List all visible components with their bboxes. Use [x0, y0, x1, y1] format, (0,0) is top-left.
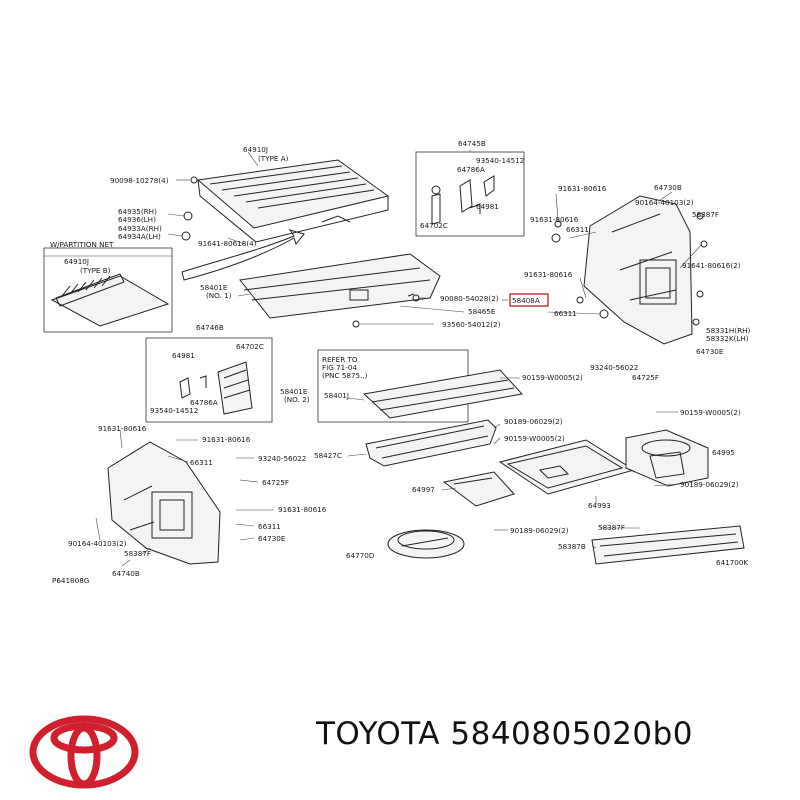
callout-label: (NO. 2) — [284, 395, 310, 404]
deck-rail — [365, 419, 497, 467]
callout-label: 58387B — [558, 542, 586, 551]
partition-net — [50, 273, 170, 327]
callout-label: 90080-54028(2) — [440, 294, 499, 303]
callout-label: 64725F — [632, 373, 659, 382]
callout-label: 93240-56022 — [258, 454, 306, 463]
callout-label: 91631-80616 — [530, 215, 579, 224]
callout-label: 64746B — [196, 323, 224, 332]
callout-label: 64981 — [172, 351, 195, 360]
callout-label: 90164-40103(2) — [68, 539, 127, 548]
callout-label: 64702C — [420, 221, 448, 230]
callout-label: 58427C — [314, 451, 342, 460]
kit-64746b-parts — [179, 361, 253, 415]
callout-label: 64935(RH) — [118, 207, 157, 216]
callout-label: P641808G — [52, 576, 89, 585]
brand-and-part-number: TOYOTA 5840805020b0 — [316, 716, 693, 752]
callout-label: (TYPE B) — [80, 266, 111, 275]
callout-label: 66311 — [554, 309, 577, 318]
callout-label: 58465E — [468, 307, 496, 316]
callout-label: 93560-54012(2) — [442, 320, 501, 329]
callout-label: 64934A(LH) — [118, 232, 161, 241]
callout-label: 91631-80616 — [98, 424, 147, 433]
callout-label: 90189-06029(2) — [680, 480, 739, 489]
deck-board-no1 — [239, 253, 441, 319]
floor-bracket — [442, 471, 515, 507]
callout-label: 90189-06029(2) — [504, 417, 563, 426]
callout-label: W/PARTITION NET — [50, 240, 114, 249]
callout-label: 64702C — [236, 342, 264, 351]
callout-label: 93540-14512 — [150, 406, 198, 415]
callout-label: 66311 — [566, 225, 589, 234]
partition-net-box — [43, 247, 173, 333]
callout-label: 90189-06029(2) — [510, 526, 569, 535]
callout-label: 58387F — [692, 210, 719, 219]
callout-label: 91641-80618(4) — [198, 239, 257, 248]
callout-label: (PNC 5875..) — [322, 371, 368, 380]
callout-label: 64745B — [458, 139, 486, 148]
callout-label: 91631-80616 — [278, 505, 327, 514]
callout-label: FIG 71-04 — [322, 363, 357, 372]
side-trim-lh — [107, 441, 221, 565]
callout-label: 64730B — [654, 183, 682, 192]
callout-label: 90159-W0005(2) — [504, 434, 565, 443]
callout-label: 64740B — [112, 569, 140, 578]
callout-label: 64933A(RH) — [118, 224, 162, 233]
callout-label: (NO. 1) — [206, 291, 232, 300]
callout-label: 64981 — [476, 202, 499, 211]
part-number: 5840805020b0 — [450, 716, 694, 752]
kit-64745b-parts — [431, 175, 495, 225]
callout-label: 58387F — [124, 549, 151, 558]
floor-tray — [498, 439, 636, 495]
callout-label: (TYPE A) — [258, 154, 289, 163]
callout-label: 58401J — [324, 391, 349, 400]
callout-label: 641700K — [716, 558, 748, 567]
callout-label: 58332K(LH) — [706, 334, 749, 343]
callout-label: 93540-14512 — [476, 156, 524, 165]
callout-label: 91631-80616 — [202, 435, 251, 444]
kit-64746b-box — [145, 337, 273, 423]
callout-label: 66311 — [258, 522, 281, 531]
callout-label: 58401E — [200, 283, 228, 292]
clip-fasteners — [181, 176, 708, 328]
callout-label: 64730E — [696, 347, 724, 356]
callout-label: 64995 — [712, 448, 735, 457]
callout-label: 64770D — [346, 551, 375, 560]
toyota-logo-icon — [29, 715, 139, 789]
callout-label: 64730E — [258, 534, 286, 543]
callout-label: 64997 — [412, 485, 435, 494]
highlighted-part-box[interactable] — [509, 293, 549, 307]
callout-label: 64786A — [190, 398, 218, 407]
callout-label: 91631-80616 — [558, 184, 607, 193]
storage-box — [625, 429, 709, 487]
callout-label[interactable]: 58408A — [512, 296, 540, 305]
callout-label: 90098-10278(4) — [110, 176, 169, 185]
callout-label: 64993 — [588, 501, 611, 510]
callout-label: REFER TO — [322, 355, 358, 364]
spare-tire-tray — [387, 529, 465, 559]
callout-label: 58401E — [280, 387, 308, 396]
callout-label: 66311 — [190, 458, 213, 467]
callout-label: 64725F — [262, 478, 289, 487]
brand-name: TOYOTA — [316, 716, 441, 752]
callout-label: 90164-40103(2) — [635, 198, 694, 207]
callout-label: 64910J — [64, 257, 89, 266]
deck-board-no2 — [362, 369, 523, 419]
install-arrow — [181, 229, 305, 281]
side-trim-rh — [583, 195, 693, 345]
callout-label: 64786A — [457, 165, 485, 174]
callout-label: 91631-80616 — [524, 270, 573, 279]
callout-label: 64936(LH) — [118, 215, 156, 224]
callout-label: 58387F — [598, 523, 625, 532]
sill-plate — [591, 525, 745, 565]
callout-label: 90159-W0005(2) — [680, 408, 741, 417]
leader-lines — [95, 150, 703, 567]
callout-label: 64910J — [243, 145, 268, 154]
callout-label: 90159-W0005(2) — [522, 373, 583, 382]
callout-label: 58331H(RH) — [706, 326, 750, 335]
callout-labels: 64910J (TYPE A) 90098-10278(4) 64935(RH)… — [50, 139, 750, 585]
tonneau-cover-type-a — [196, 159, 390, 243]
callout-label: 93240-56022 — [590, 363, 638, 372]
callout-label: 91641-80616(2) — [682, 261, 741, 270]
